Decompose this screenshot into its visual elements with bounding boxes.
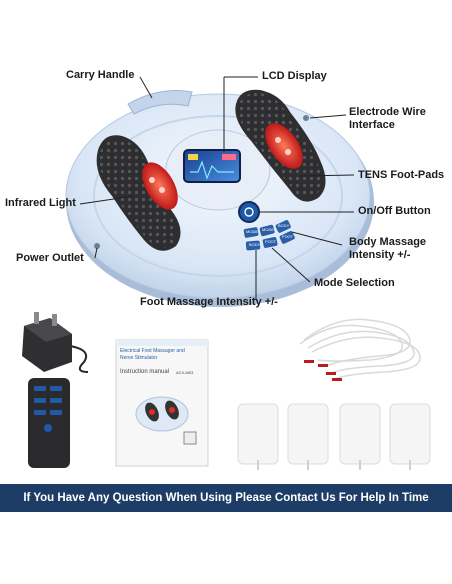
lcd-display-label: LCD Display: [262, 70, 327, 82]
button-label-body-2: BODY: [249, 242, 261, 247]
instruction-manual: [115, 339, 209, 467]
manual-model: ACX-M03: [176, 370, 194, 375]
electrode-wire-label-line2: Interface: [349, 119, 395, 131]
electrode-pad-3: [339, 403, 381, 470]
callout-lines: [79, 76, 355, 300]
electrode-wire-label-line1: Electrode Wire: [349, 106, 426, 118]
left-foot-pad: [96, 135, 181, 251]
mode-selection-label: Mode Selection: [314, 277, 395, 289]
button-label-mode-1: MODE: [246, 229, 258, 234]
button-label-mode-2: MODE: [262, 227, 274, 232]
body-massage-label-line2: Intensity +/-: [349, 249, 411, 261]
remote-control: [28, 378, 70, 468]
carry-handle: [127, 90, 193, 115]
right-foot-pad: [235, 89, 326, 202]
foot-massage-intensity-label: Foot Massage Intensity +/-: [140, 296, 278, 308]
tens-foot-pads-label: TENS Foot-Pads: [358, 169, 445, 181]
electrode-pad-1: [237, 403, 279, 470]
body-massage-label-line1: Body Massage: [349, 236, 427, 248]
button-label-foot-1: FOOT: [265, 239, 277, 244]
carry-handle-label: Carry Handle: [66, 69, 135, 81]
manual-title-line2: Nerve Stimulator: [120, 355, 158, 361]
electrode-pads: [237, 403, 431, 470]
electrode-wires: [299, 318, 421, 381]
button-label-body-1: BODY: [278, 223, 290, 228]
button-label-foot-2: FOOT: [282, 234, 294, 239]
on-off-button-label: On/Off Button: [358, 205, 431, 217]
infrared-light-label: Infrared Light: [5, 197, 76, 209]
control-buttons: [243, 220, 295, 251]
power-outlet-label: Power Outlet: [16, 252, 84, 264]
manual-subtitle: Instruction manual: [120, 369, 170, 375]
power-adapter: [22, 312, 89, 373]
contact-banner: If You Have Any Question When Using Plea…: [0, 484, 452, 512]
manual-title-line1: Electrical Foot Massager and: [120, 348, 185, 354]
electrode-pad-4: [389, 403, 431, 470]
electrode-pad-2: [287, 403, 329, 470]
power-button: [238, 201, 260, 223]
